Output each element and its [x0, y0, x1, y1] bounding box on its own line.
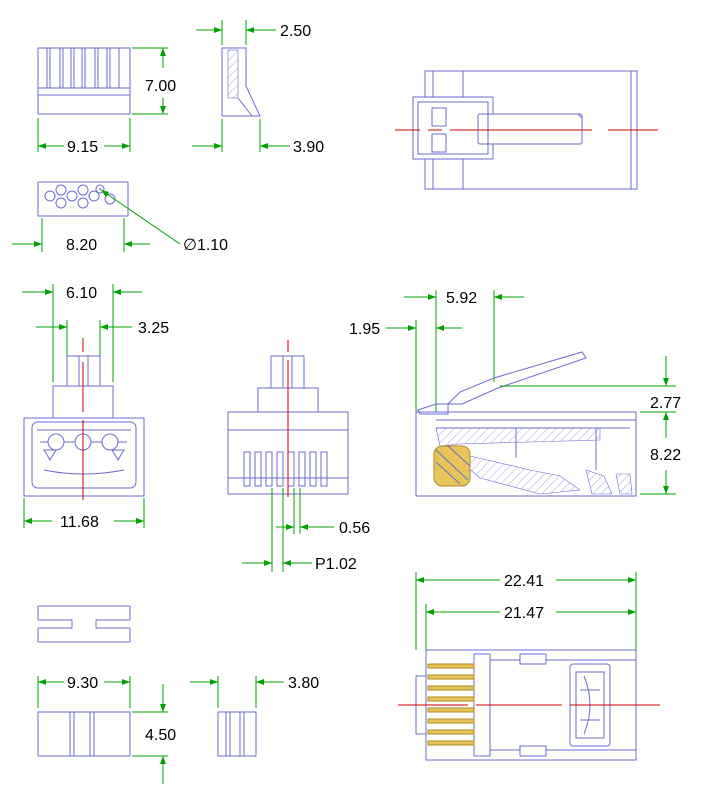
label-3-90: 3.90: [293, 139, 324, 156]
insert-side-view: [217, 711, 257, 757]
insert-front-view: [37, 711, 131, 757]
label-8-20: 8.20: [66, 237, 97, 254]
label-2-50: 2.50: [280, 23, 311, 40]
label-3-25: 3.25: [138, 320, 169, 337]
dimension-8-20: [12, 218, 150, 252]
label-4-50: 4.50: [145, 727, 176, 744]
dimension-1-95: [386, 320, 462, 412]
dimension-22-41: [415, 572, 637, 650]
label-0-56: 0.56: [339, 520, 370, 537]
dimension-11-68: [23, 498, 145, 528]
label-3-80: 3.80: [288, 675, 319, 692]
label-dia-1-10: ∅1.10: [183, 237, 228, 254]
dimension-3-80: [190, 676, 284, 708]
load-bar-front-view: [37, 47, 131, 115]
label-11-68: 11.68: [60, 514, 99, 531]
dimension-4-50: [132, 684, 168, 784]
contact-crimp-area: [433, 445, 471, 487]
load-bar-top-view: [37, 181, 129, 217]
dimension-7-00: [132, 47, 168, 115]
dimension-21-47: [425, 604, 636, 650]
dimension-5-92: [404, 290, 524, 412]
dimension-2-77: [500, 356, 676, 426]
dimension-3-90: [192, 119, 290, 152]
label-9-30: 9.30: [67, 675, 98, 692]
plug-front-view: [227, 340, 349, 497]
dimension-6-10: [22, 284, 142, 382]
insert-top-view: [37, 605, 131, 643]
dimension-9-15: [37, 118, 131, 152]
label-9-15: 9.15: [67, 139, 98, 156]
label-21-47: 21.47: [504, 605, 544, 622]
dimension-9-30: [37, 676, 131, 708]
dimension-8-22: [640, 414, 676, 495]
plug-side-section: [415, 351, 637, 497]
load-bar-side-section: [221, 47, 261, 117]
label-1-95: 1.95: [349, 321, 380, 338]
label-p1-02: P1.02: [315, 556, 357, 573]
label-7-00: 7.00: [145, 78, 176, 95]
dimension-2-50: [196, 20, 276, 45]
bottom-contacts: [427, 663, 475, 746]
dimension-3-25: [36, 320, 132, 356]
plug-rear-view: [23, 338, 145, 500]
dimension-p1-02: [242, 488, 312, 572]
dimension-0-56: [276, 488, 334, 534]
label-8-22: 8.22: [650, 447, 681, 464]
label-5-92: 5.92: [446, 290, 477, 307]
plug-bottom-view: [398, 649, 660, 761]
contact-blades: [243, 451, 328, 487]
label-22-41: 22.41: [504, 573, 544, 590]
plug-top-view: [395, 70, 658, 190]
label-6-10: 6.10: [66, 285, 97, 302]
leader-dia-1-10: [100, 189, 181, 245]
label-2-77: 2.77: [650, 395, 681, 412]
